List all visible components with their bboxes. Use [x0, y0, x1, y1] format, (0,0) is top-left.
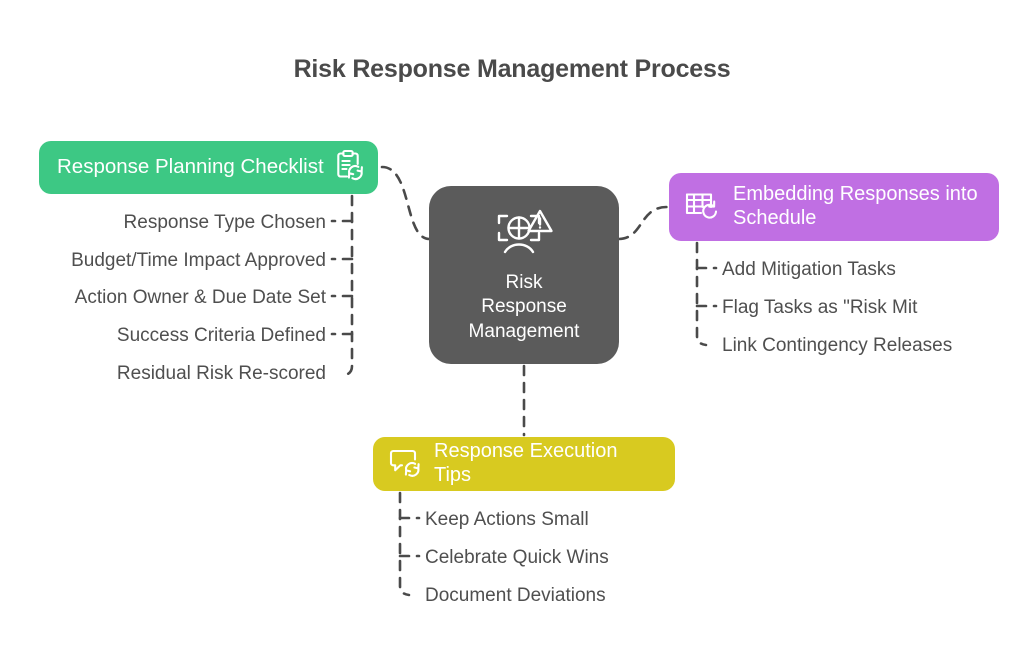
center-node-label: Risk Response Management	[468, 271, 580, 342]
list-item[interactable]: Success Criteria Defined	[116, 325, 326, 346]
list-item[interactable]: Action Owner & Due Date Set	[74, 287, 326, 308]
list-item[interactable]: Flag Tasks as "Risk Mit	[722, 297, 918, 318]
branch-node-label: Response Planning Checklist	[57, 155, 324, 179]
list-item[interactable]: Response Type Chosen	[123, 212, 326, 233]
branch-node-label: Response Execution Tips	[434, 440, 618, 486]
branch-node-embedding-responses-into-schedule[interactable]: Embedding Responses into Schedule	[669, 173, 999, 241]
spine-right	[695, 241, 708, 347]
table-refresh-icon	[683, 188, 721, 227]
list-item[interactable]: Link Contingency Releases	[722, 335, 953, 356]
risk-scan-warning-icon	[493, 206, 555, 263]
branch-node-label: Embedding Responses into Schedule	[733, 183, 978, 229]
list-item[interactable]: Residual Risk Re-scored	[116, 363, 326, 384]
spine-bottom	[398, 491, 411, 597]
list-item[interactable]: Keep Actions Small	[425, 509, 589, 530]
connector-green-to-center	[380, 165, 431, 241]
spine-left	[342, 194, 354, 377]
chat-refresh-icon	[387, 446, 423, 483]
list-item[interactable]: Budget/Time Impact Approved	[71, 250, 326, 271]
connector-center-to-purple	[617, 205, 669, 241]
branch-node-response-execution-tips[interactable]: Response Execution Tips	[373, 437, 675, 491]
list-item[interactable]: Celebrate Quick Wins	[425, 547, 609, 568]
list-item[interactable]: Add Mitigation Tasks	[722, 259, 896, 280]
branch-node-response-planning-checklist[interactable]: Response Planning Checklist	[39, 141, 378, 194]
clipboard-refresh-icon	[331, 148, 365, 187]
list-item[interactable]: Document Deviations	[425, 585, 606, 606]
center-node-risk-response-management[interactable]: Risk Response Management	[429, 186, 619, 364]
page-title: Risk Response Management Process	[293, 55, 731, 83]
